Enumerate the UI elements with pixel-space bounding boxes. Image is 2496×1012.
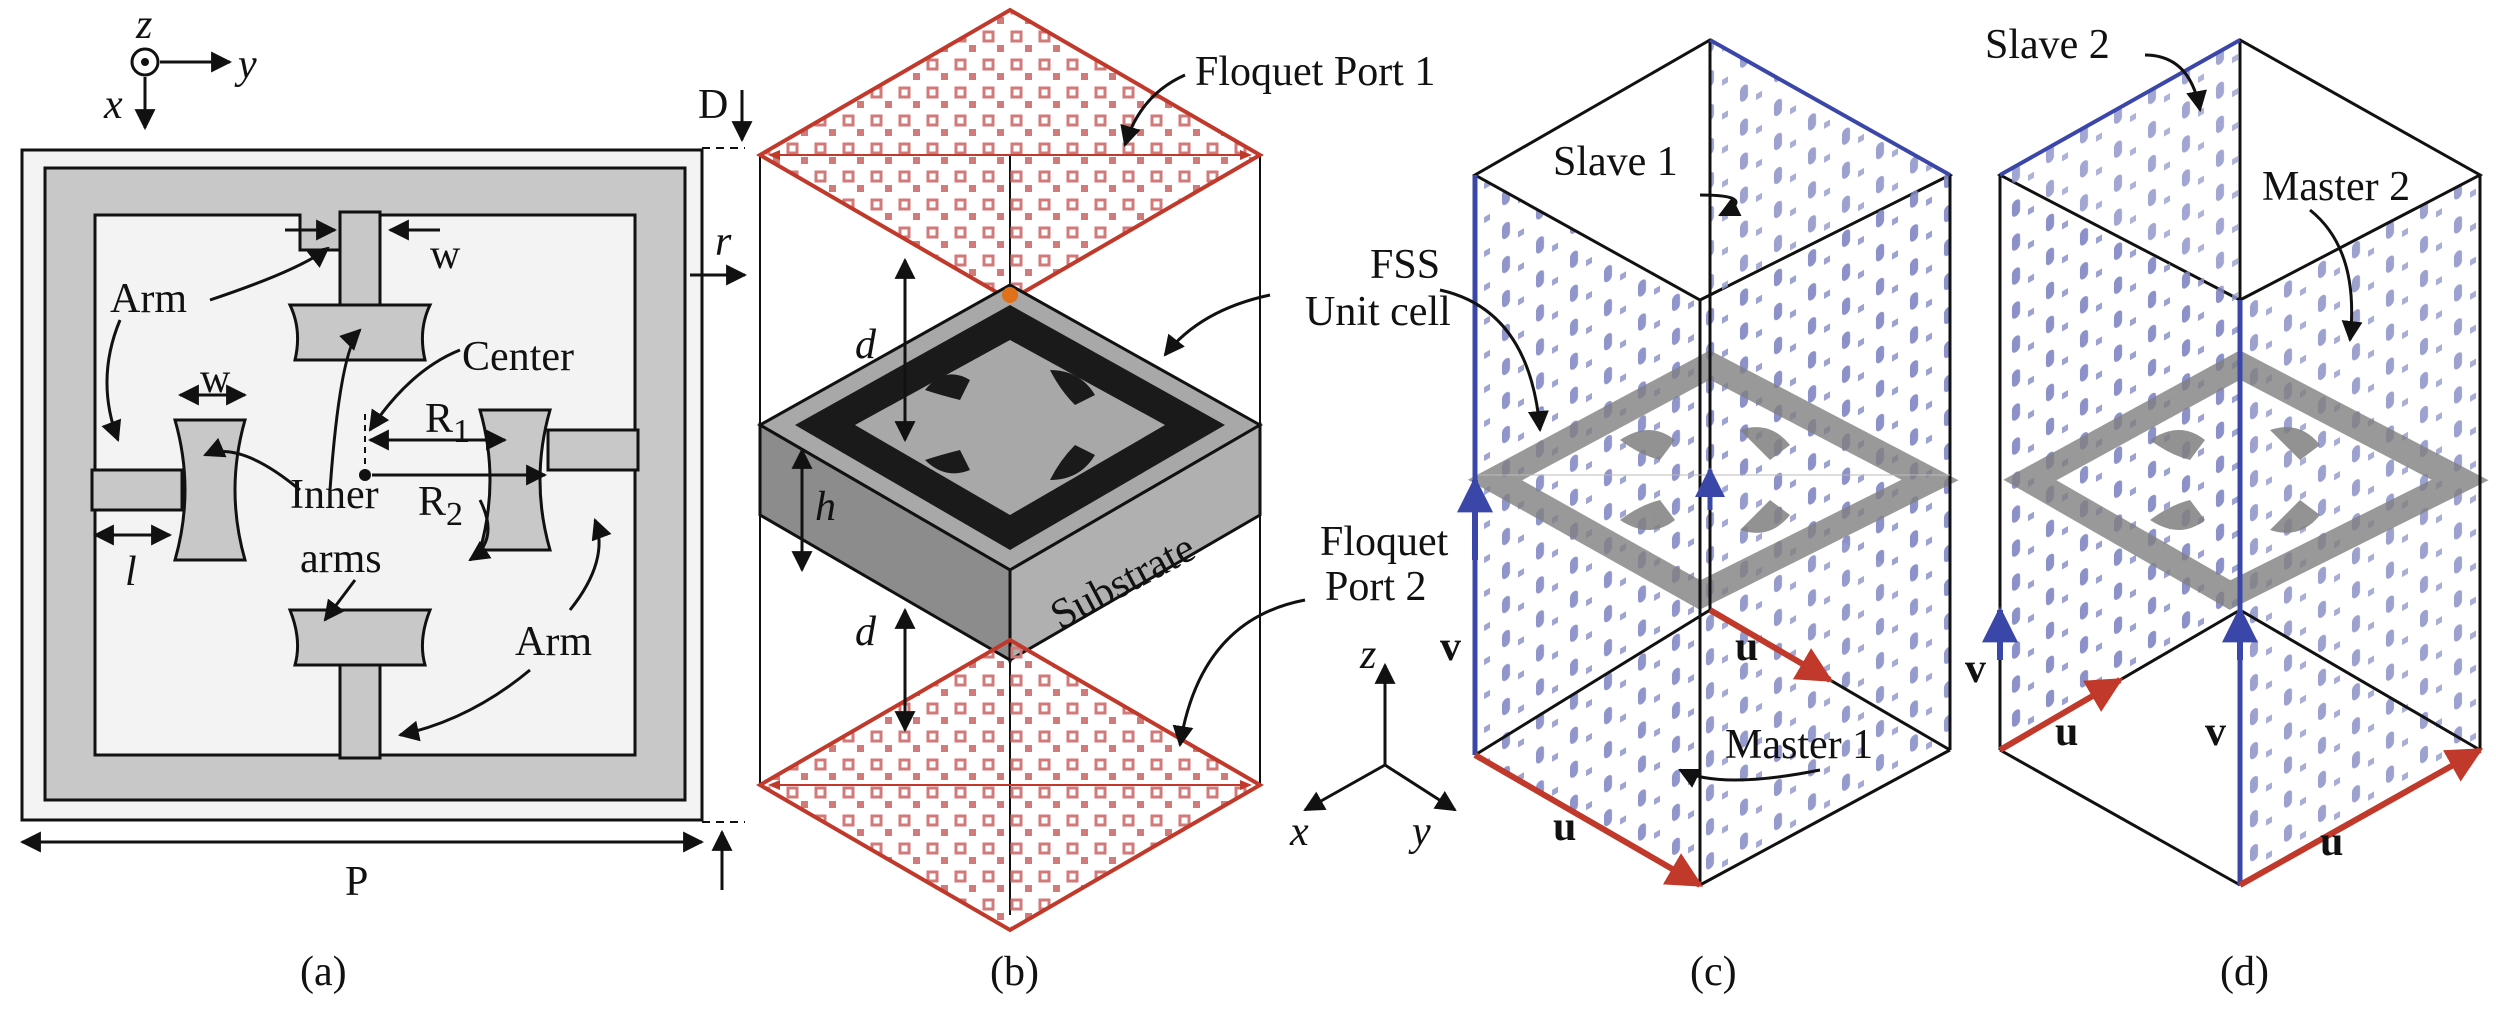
fss-ring-d <box>2003 350 2489 610</box>
label-R2: R2 <box>418 479 463 533</box>
label-w-left: w <box>200 356 231 402</box>
u-vector-d-bottom <box>2238 747 2484 888</box>
label-d-bottom: d <box>855 609 877 655</box>
label-D: D <box>698 82 728 128</box>
label-P: P <box>345 859 368 905</box>
axis-y-label-b: y <box>1408 809 1431 855</box>
label-u-d-bottom: u <box>2320 819 2343 865</box>
label-fss: FSS <box>1370 242 1440 288</box>
axis-triad-b <box>1303 662 1457 812</box>
label-R1: R1 <box>425 396 470 450</box>
label-arm-bottom: Arm <box>515 619 592 665</box>
label-slave-2: Slave 2 <box>1985 22 2110 68</box>
label-d-top: d <box>855 322 877 368</box>
label-w-top: w <box>430 232 461 278</box>
label-unit-cell: Unit cell <box>1305 289 1451 335</box>
caption-c: (c) <box>1690 949 1737 995</box>
panel-c: Slave 1 Master 1 u u v (c) <box>1439 38 1959 995</box>
label-arms: arms <box>300 536 382 582</box>
label-r: r <box>715 219 732 265</box>
label-v-c: v <box>1440 624 1461 670</box>
label-floquet: Floquet <box>1320 519 1449 565</box>
u-vector-d-left <box>1998 677 2124 753</box>
axis-z-label-b: z <box>1359 632 1376 678</box>
axis-x-label-b: x <box>1289 809 1309 855</box>
caption-a: (a) <box>300 949 347 995</box>
label-master-1: Master 1 <box>1725 722 1873 768</box>
label-master-2: Master 2 <box>2262 164 2410 210</box>
axis-triad-a: z y x <box>103 2 257 131</box>
label-port-2: Port 2 <box>1325 564 1427 610</box>
callout-curves-a <box>101 246 612 742</box>
axis-y-label: y <box>234 42 257 88</box>
label-slave-1: Slave 1 <box>1553 139 1678 185</box>
panel-a: z y x <box>19 2 753 995</box>
fss-inner-arms <box>925 370 1095 480</box>
label-l: l <box>125 549 137 595</box>
axis-x-label: x <box>103 82 123 128</box>
panel-b: Floquet Port 1 FSS Unit cell d h Substra… <box>756 7 1457 995</box>
label-center: Center <box>462 334 574 380</box>
u-vector-c-bottom <box>1473 752 1704 888</box>
panel-d: Slave 2 Master 2 u u v v (d) <box>1965 22 2489 995</box>
caption-d: (d) <box>2220 949 2269 995</box>
label-inner: Inner <box>290 472 379 518</box>
caption-b: (b) <box>990 949 1039 995</box>
label-u-d-left: u <box>2055 709 2078 755</box>
label-arm-top: Arm <box>110 276 187 322</box>
axis-z-label: z <box>135 2 152 48</box>
label-v-d-left: v <box>1965 646 1986 692</box>
label-u-c-mid: u <box>1735 624 1758 670</box>
u-vector-c-mid <box>1708 607 1834 683</box>
label-floquet-port-1: Floquet Port 1 <box>1195 49 1435 95</box>
label-v-d-mid: v <box>2205 709 2226 755</box>
label-u-c-bottom: u <box>1553 804 1576 850</box>
label-h: h <box>815 484 836 530</box>
